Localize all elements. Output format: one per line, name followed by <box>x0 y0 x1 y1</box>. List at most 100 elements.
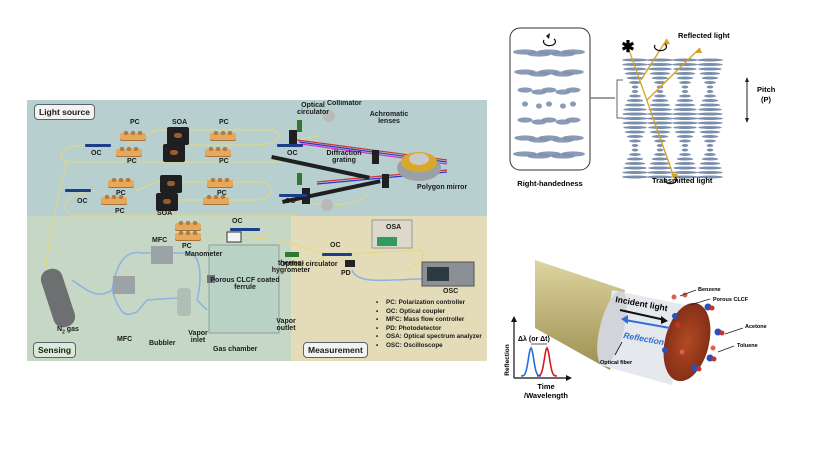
helix-rod <box>656 144 664 147</box>
helix-rod <box>672 171 698 174</box>
helix-rod <box>623 67 647 71</box>
pitch-symbol: (P) <box>761 95 772 104</box>
section-tag-sensing: Sensing <box>33 342 77 358</box>
porous-clcf-coating <box>663 302 711 382</box>
helix-rod <box>681 148 689 152</box>
label-osa: OSA <box>386 224 402 231</box>
helix-rod <box>706 144 714 147</box>
helix-rod <box>626 135 644 138</box>
mesogen-rod <box>560 103 566 109</box>
helix-rod <box>674 72 696 75</box>
mesogen-stack <box>513 49 585 159</box>
helix-rod <box>624 162 646 165</box>
molecule-label-benzene: Benzene <box>698 287 721 293</box>
helix-rod <box>673 126 697 129</box>
graph-x-label-line1: Time <box>537 382 554 391</box>
label-pc: PC <box>219 158 229 165</box>
mesogen-rod <box>562 69 584 75</box>
pc-device <box>120 131 146 140</box>
helix-rod <box>647 112 673 116</box>
helix-rod <box>674 103 696 107</box>
helix-rod <box>651 76 669 80</box>
helix-rod <box>631 144 639 147</box>
helix-rod <box>629 81 641 84</box>
abbreviation-item: PD: Photodetector <box>376 325 482 334</box>
mesogen-rod <box>561 49 585 55</box>
pc-device <box>108 178 134 187</box>
helix-rod <box>626 157 644 161</box>
helix-rod <box>697 63 723 66</box>
mesogen-rod <box>522 101 528 107</box>
helix-rod <box>622 63 648 66</box>
mesogen-rod <box>561 151 585 157</box>
helix-rod <box>681 90 689 93</box>
label-pc: PC <box>217 190 227 197</box>
reflection-arrow <box>624 319 671 329</box>
label-osc: OSC <box>443 288 459 295</box>
helix-rod <box>673 166 697 170</box>
helix-rod <box>647 121 673 125</box>
fiber-line <box>60 144 282 163</box>
helix-rod <box>647 175 673 179</box>
helix-rod <box>631 90 639 93</box>
helix-rod <box>672 121 698 125</box>
pc-device <box>116 147 142 156</box>
helix-rod <box>623 108 647 111</box>
helix-rod <box>704 153 716 156</box>
helix-rod <box>648 67 672 71</box>
label-mfc: MFC <box>117 336 133 343</box>
soa-device <box>167 127 189 145</box>
helix-rod <box>654 81 666 84</box>
helix-rod <box>649 130 671 134</box>
helix-rod <box>701 135 719 138</box>
bubbler-vessel <box>177 288 191 316</box>
helix-rod <box>697 117 723 120</box>
helix-rod <box>672 175 698 179</box>
optical-fiber-label: Optical fiber <box>600 360 633 366</box>
experimental-setup-panel: Light source PC SOA PC OC PC PC OC PC PC… <box>27 100 487 361</box>
label-thermo-hygrometer: thermo-hygrometer <box>271 260 311 275</box>
mesogen-rod <box>536 103 542 109</box>
label-oc: OC <box>91 150 102 157</box>
analyte-molecules <box>662 292 725 372</box>
pc-device <box>101 195 127 204</box>
label-pc: PC <box>116 190 126 197</box>
pc-device <box>205 147 231 156</box>
helix-rod <box>706 85 714 89</box>
label-vapor-inlet: Vapor inlet <box>188 330 208 345</box>
helix-rod <box>629 139 641 143</box>
helix-rod <box>673 108 697 111</box>
helix-rod <box>674 130 696 134</box>
helix-rod <box>701 157 719 161</box>
soa-device <box>163 144 185 162</box>
pitch-label: Pitch <box>757 85 776 94</box>
helix-rod <box>679 94 691 98</box>
abbreviation-item: OC: Optical coupler <box>376 308 482 317</box>
polygon-mirror <box>397 152 441 181</box>
helix-rod <box>622 175 648 179</box>
abbreviation-list: PC: Polarization controller OC: Optical … <box>376 299 482 351</box>
helix-rod <box>697 171 723 174</box>
transmitted-light-label: Transmitted light <box>652 176 713 185</box>
thermo-hygrometer-device <box>226 231 242 243</box>
helix-rod <box>699 130 721 134</box>
peak-after <box>536 346 558 377</box>
label-gas-chamber: Gas chamber <box>213 346 258 353</box>
helix-rod <box>622 112 648 116</box>
reflected-light-label: Reflected light <box>678 31 730 40</box>
label-pd: PD <box>341 270 351 277</box>
mfc-box <box>151 246 173 264</box>
cholesteric-panel: ✱ Pitch (P) Reflected light Transmitted … <box>509 27 776 188</box>
helix-rod <box>622 117 648 120</box>
helix-rod <box>697 121 723 125</box>
helix-rod <box>672 117 698 120</box>
label-soa: SOA <box>172 119 188 126</box>
molecule-label-porous-clcf: Porous CLCF <box>713 297 749 303</box>
helix-rod <box>697 112 723 116</box>
light-rays <box>627 38 701 181</box>
light-source-star-icon: ✱ <box>621 39 634 56</box>
circulator-device <box>297 120 302 132</box>
helix-rod <box>654 139 666 143</box>
label-pc: PC <box>130 119 140 126</box>
helix-rod <box>699 103 721 107</box>
